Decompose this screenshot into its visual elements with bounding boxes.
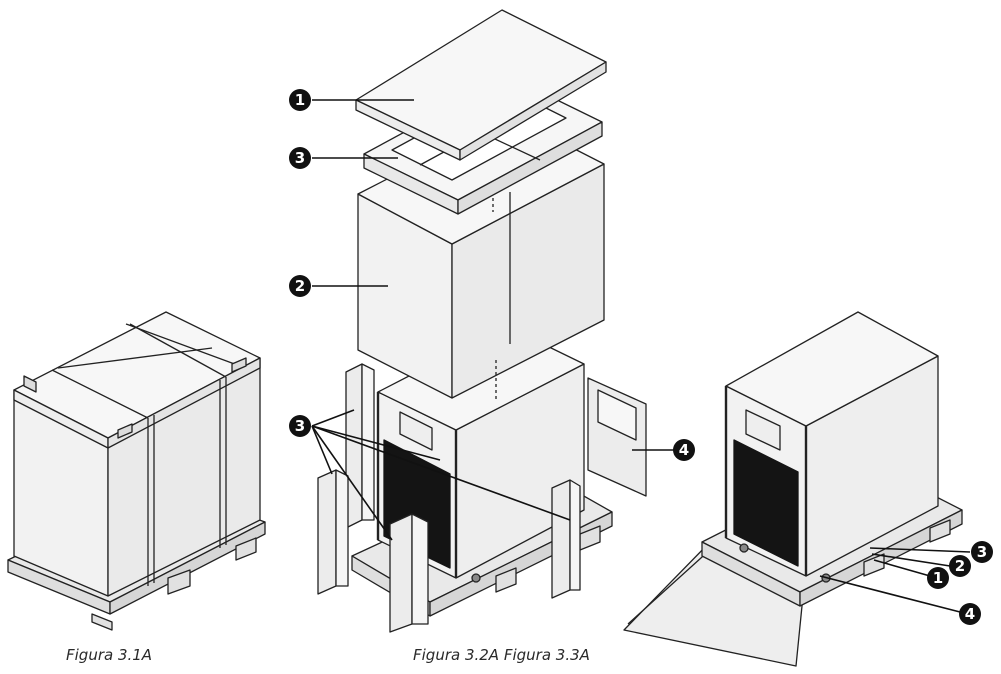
- ramp-panel: [587, 377, 647, 497]
- crate-lid-rim: [107, 357, 261, 449]
- ramp-panel-inner: [597, 389, 637, 441]
- pallet-block: [863, 553, 885, 577]
- callout-label: 4: [965, 605, 975, 623]
- corner-post: [551, 479, 571, 599]
- callout-label: 1: [933, 569, 943, 587]
- caption-figure-3-1a: Figura 3.1A: [66, 646, 153, 664]
- callout-3-corner-posts: 3: [289, 415, 311, 437]
- ups-foot: [739, 543, 749, 553]
- ups-foot: [471, 573, 481, 583]
- ups-display-panel: [745, 409, 781, 451]
- callout-label: 3: [295, 417, 305, 435]
- callout-3-foam-frame: 3: [289, 147, 311, 169]
- callout-label: 2: [955, 557, 965, 575]
- crate-strap: [129, 323, 227, 378]
- crate-strap: [125, 323, 241, 367]
- callout-label: 4: [679, 441, 689, 459]
- ramp-edge: [627, 547, 713, 625]
- callout-label: 3: [977, 543, 987, 561]
- pallet-block: [235, 537, 257, 561]
- callout-1-fig3: 1: [927, 567, 949, 589]
- top-cover-side: [459, 61, 607, 161]
- leader-lines: [311, 99, 971, 613]
- callout-3-fig3: 3: [971, 541, 993, 563]
- callout-2-sleeve: 2: [289, 275, 311, 297]
- packed-crate-figure: [7, 311, 266, 631]
- callout-label: 1: [295, 91, 305, 109]
- corner-post: [389, 513, 413, 633]
- crate-strap: [51, 369, 149, 419]
- crate-strap: [57, 347, 213, 369]
- crate-strap: [23, 375, 37, 393]
- unpacked-ups-figure: [623, 311, 963, 667]
- crate-strap-clip: [231, 357, 247, 373]
- exploded-packaging-figure: [317, 9, 647, 633]
- corner-post: [317, 469, 337, 595]
- pallet-block: [91, 613, 113, 631]
- pallet-block: [929, 519, 951, 543]
- corner-post: [361, 363, 375, 521]
- corner-post: [569, 479, 581, 591]
- callout-1-top-cover: 1: [289, 89, 311, 111]
- ups-display-panel: [399, 411, 433, 451]
- caption-figure-3-2a-3-3a: Figura 3.2A Figura 3.3A: [413, 646, 590, 664]
- crate-strap-clip: [117, 423, 133, 439]
- corner-post: [335, 469, 349, 587]
- callout-4-ramp: 4: [673, 439, 695, 461]
- callout-4-fig3: 4: [959, 603, 981, 625]
- callout-label: 3: [295, 149, 305, 167]
- foam-frame-side: [457, 121, 603, 215]
- ups-front-grille: [733, 439, 799, 567]
- corner-post: [411, 513, 429, 625]
- callout-label: 2: [295, 277, 305, 295]
- pallet-block: [167, 569, 191, 595]
- ups-cabinet-top: [725, 311, 939, 427]
- callout-2-fig3: 2: [949, 555, 971, 577]
- pallet-block: [495, 567, 517, 593]
